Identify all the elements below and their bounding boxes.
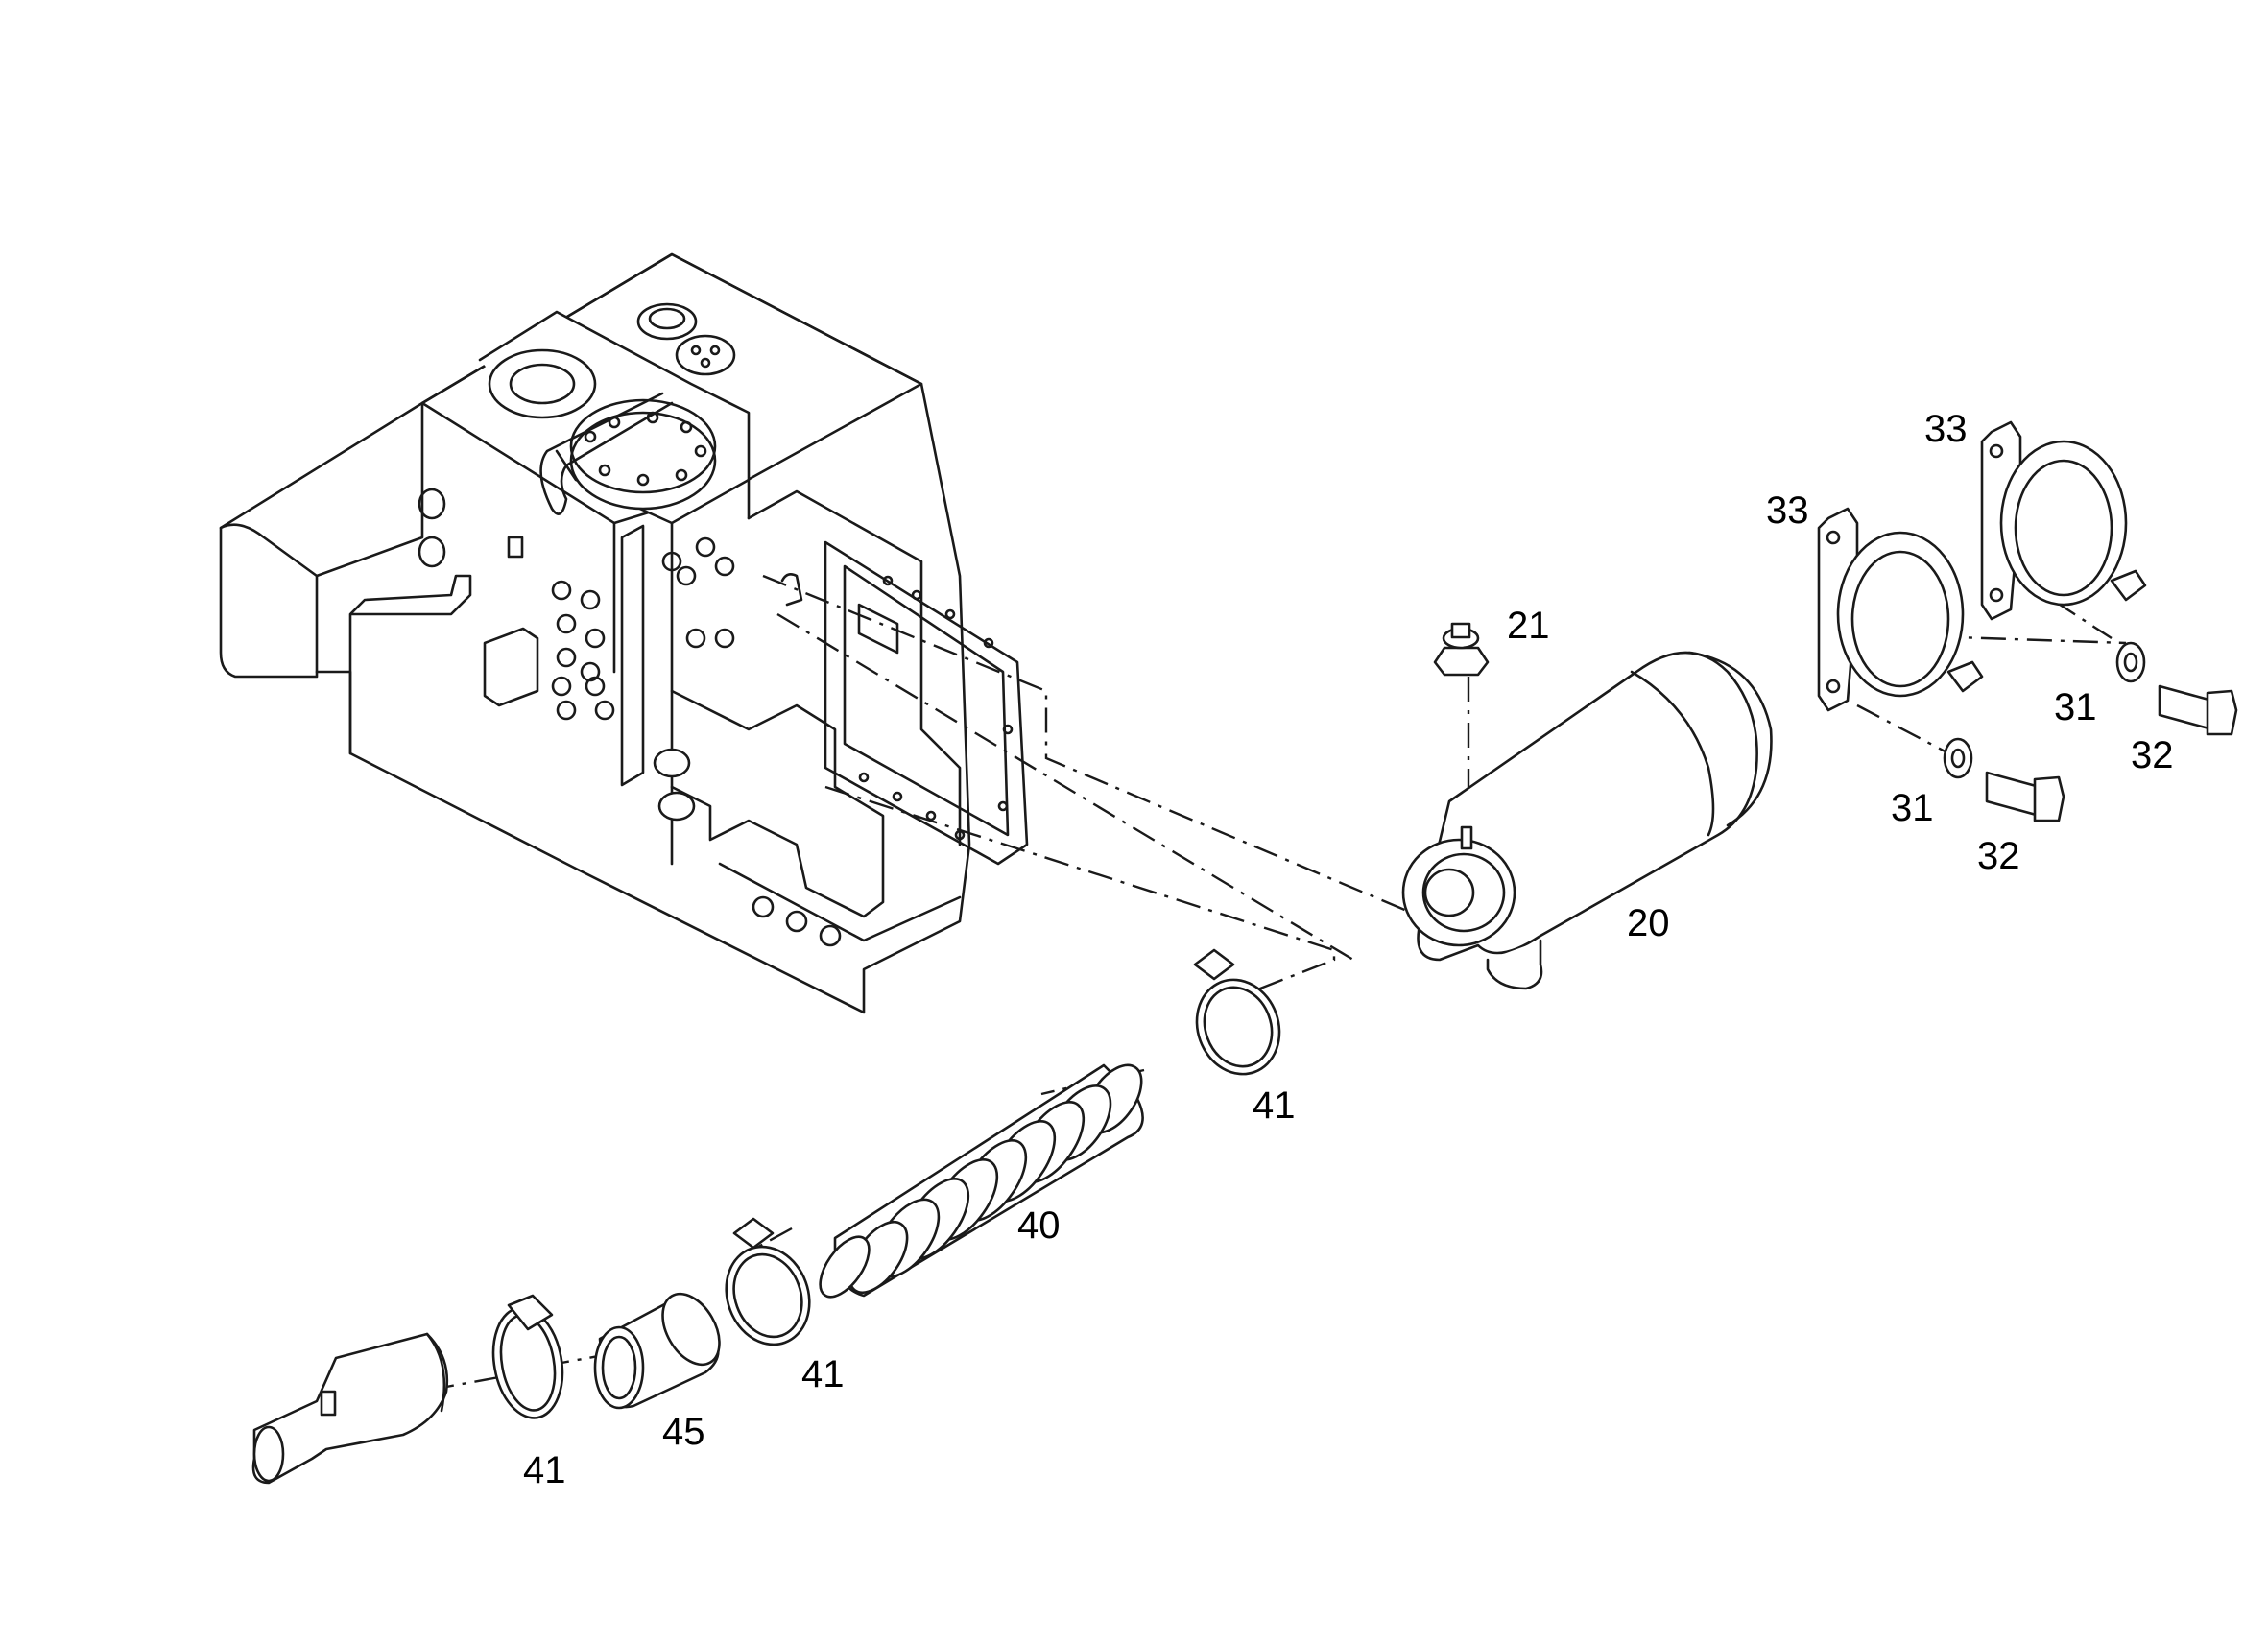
- filler-cap-flange: [569, 398, 717, 511]
- bolt-upper: [2158, 684, 2238, 736]
- bolt-lower: [1985, 771, 2065, 822]
- air-filter: [1401, 651, 1773, 990]
- elbow-sleeve: [593, 1292, 721, 1410]
- callout-bolt-lower: 32: [1977, 835, 2020, 877]
- callout-clamp-right: 41: [1253, 1084, 1296, 1127]
- hose-clamp-right: [1193, 948, 1281, 1076]
- filler-flange-large: [488, 348, 597, 419]
- callout-bolt-upper: 32: [2131, 734, 2174, 776]
- intake-adapter: [251, 1332, 449, 1485]
- hose-clamp-middle: [725, 1217, 811, 1346]
- callout-air-filter: 20: [1627, 902, 1670, 944]
- callout-mounting-band-upper: 33: [1924, 408, 1968, 450]
- vent-cap: [636, 302, 698, 341]
- callout-bellows-hose: 40: [1017, 1204, 1061, 1247]
- tank-frame-assembly: [219, 252, 1029, 1014]
- mounting-band-lower: [1817, 507, 1984, 712]
- plug-icon: [657, 791, 696, 822]
- callout-washer-lower: 31: [1891, 787, 1934, 829]
- fittings-cluster: [551, 536, 842, 947]
- callout-mounting-band-lower: 33: [1766, 489, 1809, 532]
- wing-nut: [1433, 622, 1490, 677]
- small-cover-flange: [675, 334, 736, 376]
- callout-filter-nut: 21: [1507, 605, 1550, 647]
- port-icon: [418, 536, 446, 568]
- bellows-hose: [819, 1063, 1144, 1299]
- callout-elbow-sleeve: 45: [662, 1411, 705, 1453]
- mounting-band-upper: [1980, 420, 2147, 621]
- callout-clamp-middle: 41: [801, 1353, 845, 1395]
- hose-clamp-left: [491, 1294, 564, 1419]
- callout-washer-upper: 31: [2054, 686, 2097, 728]
- washer-lower: [1943, 737, 1973, 779]
- callout-clamp-left: 41: [523, 1449, 566, 1491]
- washer-upper: [2115, 641, 2146, 683]
- frame-holes: [858, 575, 1014, 841]
- port-icon: [418, 488, 446, 520]
- callout-labels: 20 21 33 33 31 31 32 32 40 41 41 41 45: [523, 408, 2174, 1491]
- plug-icon: [653, 748, 691, 778]
- junction-box: [483, 627, 539, 707]
